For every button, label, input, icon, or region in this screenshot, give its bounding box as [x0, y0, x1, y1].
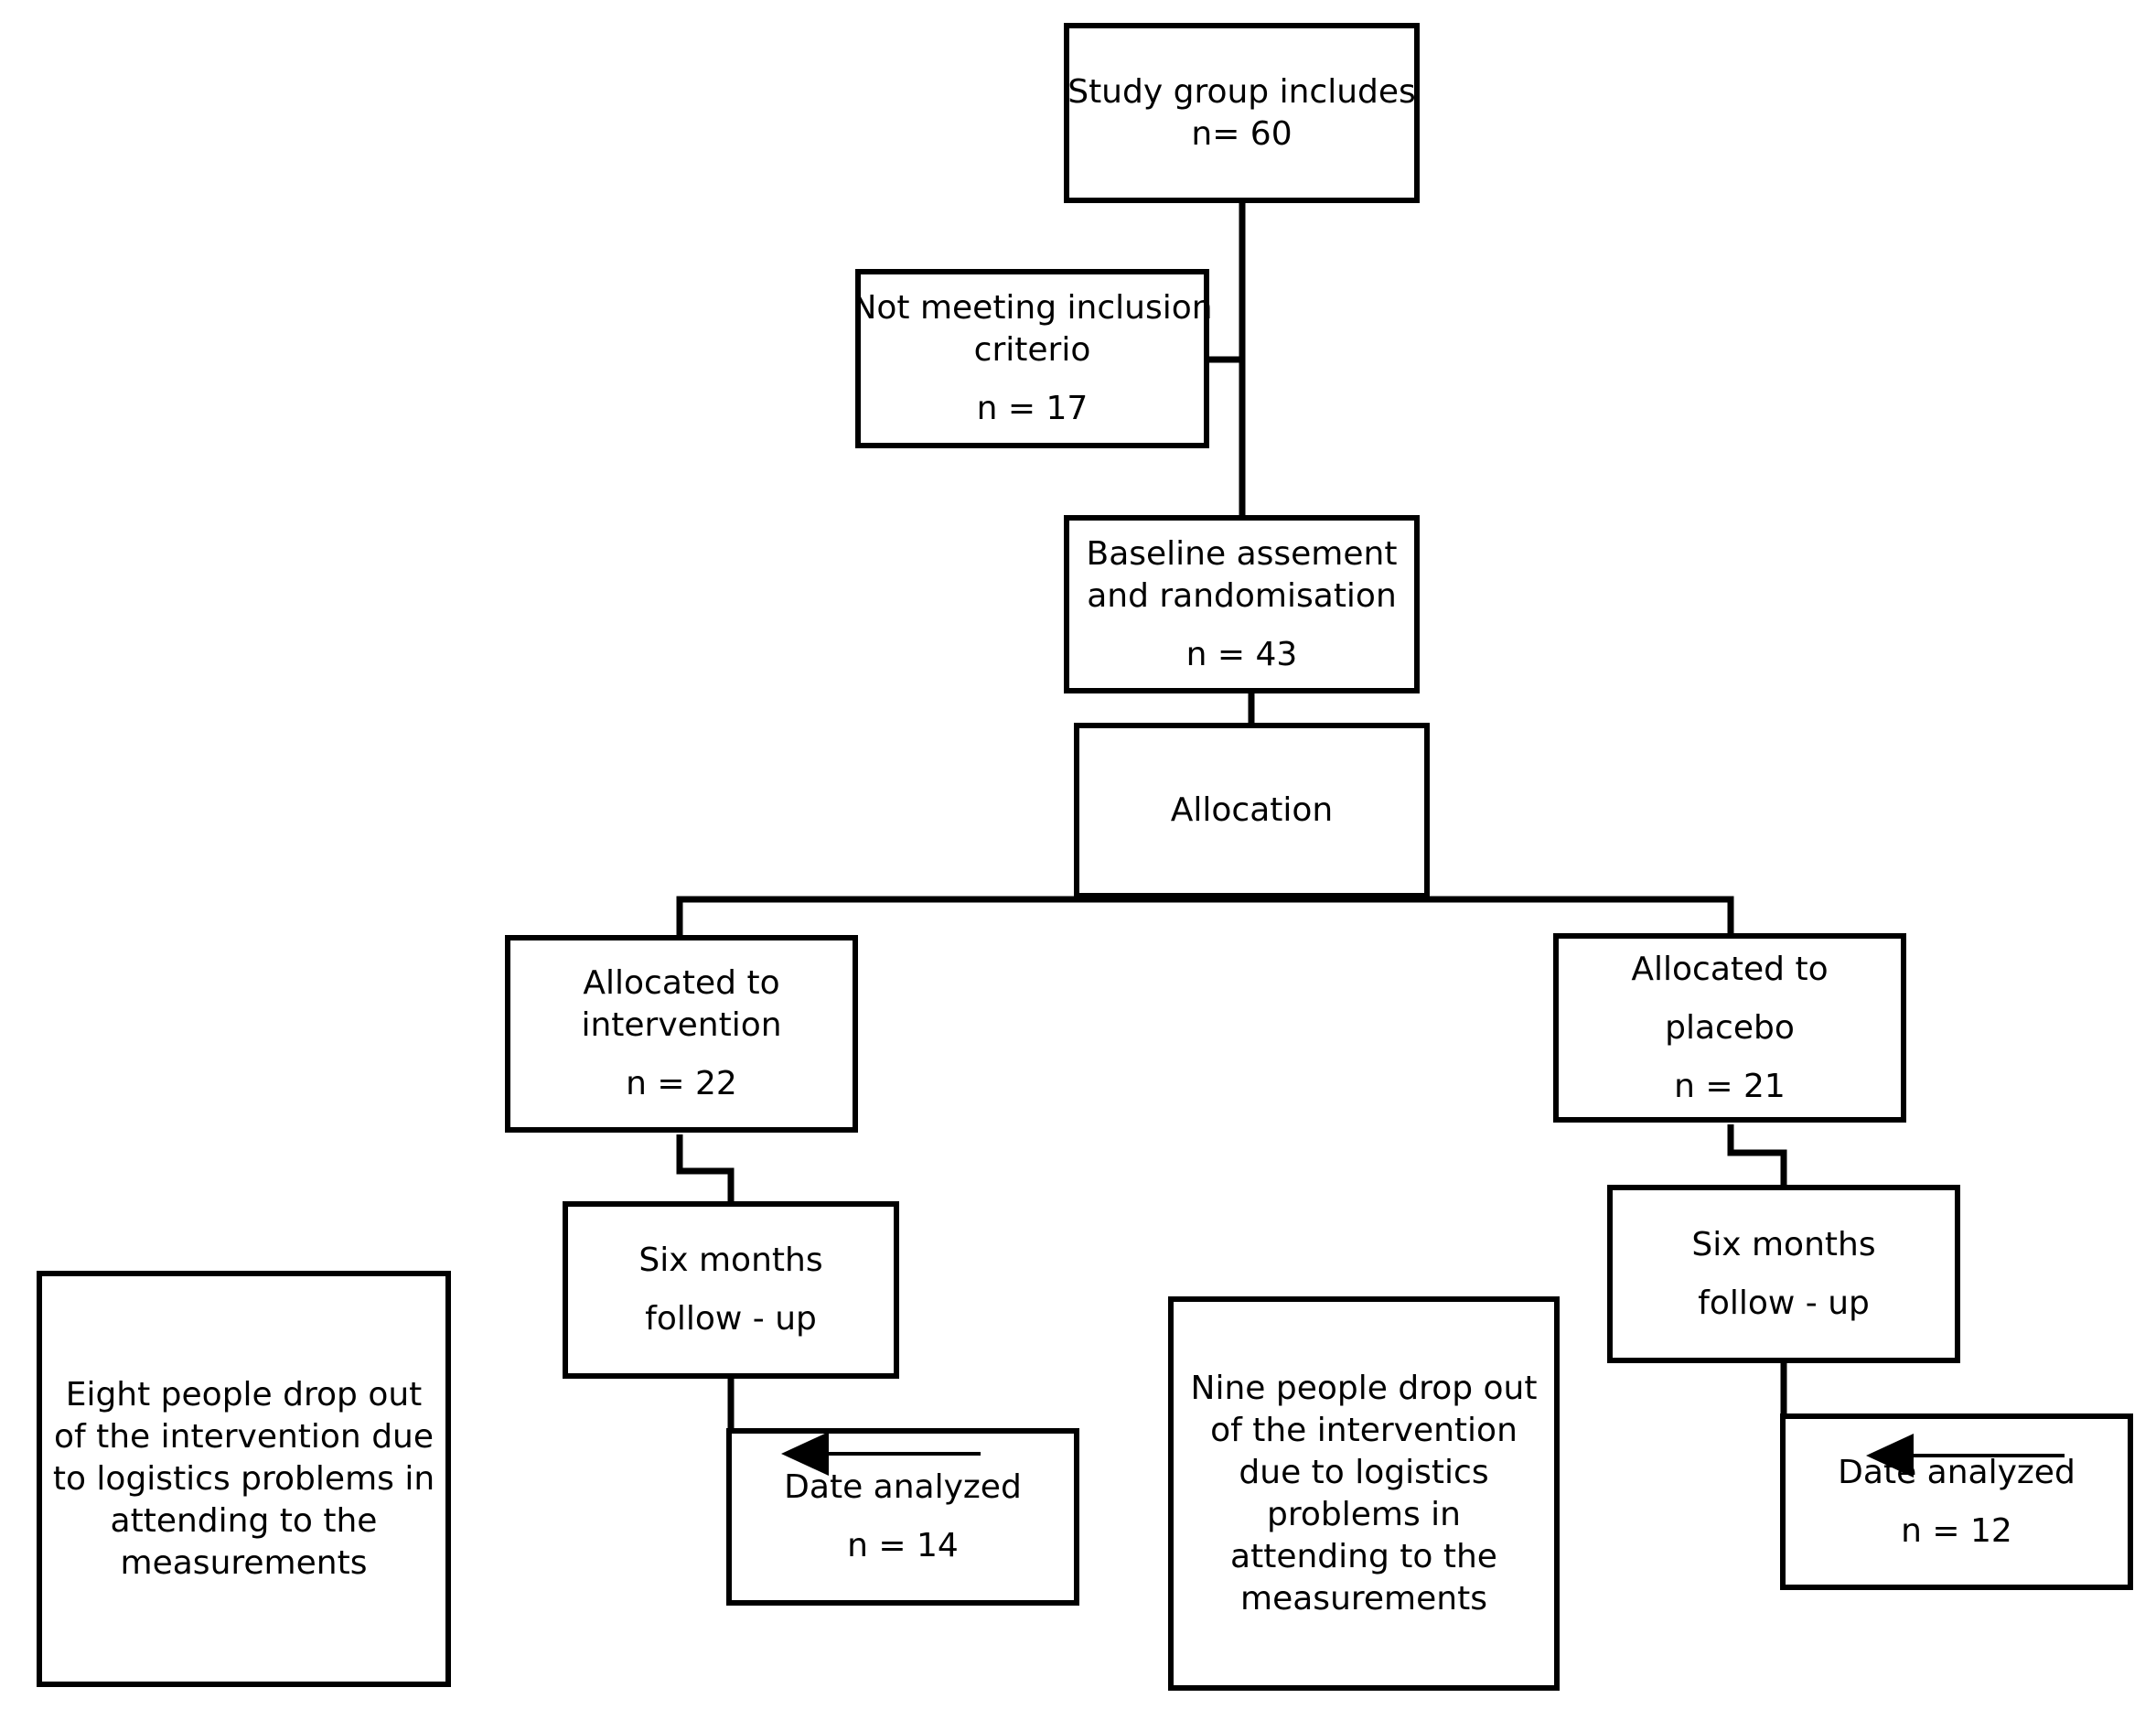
- placebo-count: n = 21: [1674, 1067, 1786, 1105]
- dropout-right-note: Nine people drop out of the intervention…: [1168, 1296, 1560, 1691]
- placebo-label-line-2: placebo: [1665, 1008, 1795, 1047]
- connector-allocation-to-placebo: [1255, 896, 1734, 935]
- dropout-left-text: Eight people drop out of the interventio…: [52, 1375, 435, 1582]
- analyzed-left-box: Date analyzed n = 14: [726, 1428, 1079, 1606]
- not-meeting-label-line-1: Not meeting inclusion: [852, 289, 1213, 327]
- dropout-left-note: Eight people drop out of the interventio…: [37, 1271, 451, 1687]
- connector-intervention-to-followup: [676, 1134, 735, 1204]
- not-meeting-label-line-2: criterio: [973, 331, 1091, 369]
- followup-right-label-line-1: Six months: [1691, 1225, 1876, 1263]
- study-group-box: Study group includes n= 60: [1064, 23, 1420, 203]
- analyzed-right-box: Date analyzed n = 12: [1780, 1413, 2133, 1590]
- connector-placebo-to-followup: [1727, 1124, 1787, 1188]
- not-meeting-count: n = 17: [976, 390, 1089, 427]
- followup-right-box: Six months follow - up: [1607, 1185, 1960, 1363]
- intervention-label-line-1: Allocated to: [583, 964, 780, 1002]
- placebo-label-line-1: Allocated to: [1631, 950, 1829, 988]
- baseline-label-line-2: and randomisation: [1087, 576, 1397, 615]
- intervention-label-line-2: intervention: [581, 1006, 782, 1044]
- followup-left-box: Six months follow - up: [563, 1201, 899, 1379]
- followup-right-label-line-2: follow - up: [1698, 1284, 1870, 1322]
- dropout-right-text: Nine people drop out of the intervention…: [1190, 1369, 1538, 1618]
- analyzed-right-count: n = 12: [1901, 1511, 2012, 1550]
- allocation-label: Allocation: [1170, 791, 1334, 829]
- analyzed-left-label: Date analyzed: [784, 1468, 1022, 1506]
- study-group-label: Study group includes: [1067, 72, 1416, 111]
- allocation-box: Allocation: [1074, 723, 1430, 898]
- analyzed-left-count: n = 14: [847, 1527, 959, 1564]
- placebo-box: Allocated to placebo n = 21: [1553, 933, 1906, 1123]
- study-group-count: n= 60: [1191, 114, 1293, 153]
- intervention-count: n = 22: [626, 1065, 737, 1102]
- baseline-label-line-1: Baseline assement: [1086, 534, 1398, 573]
- not-meeting-criteria-box: Not meeting inclusion criterio n = 17: [852, 269, 1213, 448]
- analyzed-right-label: Date analyzed: [1838, 1453, 2076, 1491]
- connector-allocation-to-intervention: [676, 896, 1255, 938]
- followup-left-label-line-2: follow - up: [645, 1300, 817, 1338]
- intervention-box: Allocated to intervention n = 22: [505, 935, 858, 1133]
- followup-left-label-line-1: Six months: [638, 1241, 823, 1279]
- baseline-box: Baseline assement and randomisation n = …: [1064, 515, 1420, 693]
- baseline-count: n = 43: [1185, 635, 1298, 673]
